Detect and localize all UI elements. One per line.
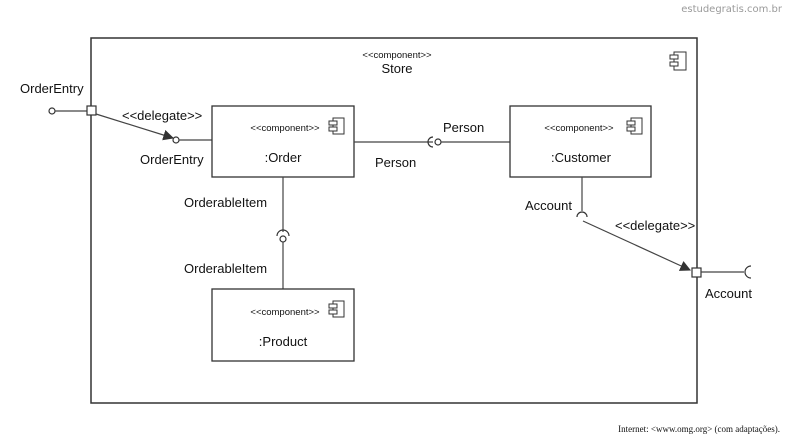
order-entry-inner-label: OrderEntry xyxy=(140,152,204,167)
required-interface-socket-icon xyxy=(576,211,588,218)
required-interface-socket-icon xyxy=(427,136,434,148)
order-entry-interface: OrderEntry xyxy=(140,136,212,167)
component-icon xyxy=(328,117,345,135)
provided-interface-icon xyxy=(172,136,180,144)
person-assembly-connector: Person Person xyxy=(354,120,510,170)
required-interface-socket-icon xyxy=(744,265,752,279)
component-icon xyxy=(669,51,687,71)
account-interface: Account xyxy=(525,177,588,218)
provided-interface-icon xyxy=(434,138,442,146)
order-name: :Order xyxy=(265,150,303,165)
order-stereotype: <<component>> xyxy=(250,123,320,134)
component-icon xyxy=(328,300,345,318)
orderable-item-assembly-connector: OrderableItem OrderableItem xyxy=(184,177,290,289)
port-square xyxy=(86,105,97,116)
store-frame xyxy=(90,37,698,404)
product-component: <<component>> :Product xyxy=(211,288,355,362)
orderable-item-bottom-label: OrderableItem xyxy=(184,261,267,276)
order-entry-outer-label: OrderEntry xyxy=(20,81,84,96)
customer-name: :Customer xyxy=(551,150,612,165)
order-component: <<component>> :Order xyxy=(211,105,355,178)
customer-component: <<component>> :Customer xyxy=(509,105,652,178)
store-name: Store xyxy=(381,61,412,76)
person-provided-label: Person xyxy=(443,120,484,135)
port-square xyxy=(691,267,702,278)
customer-stereotype: <<component>> xyxy=(544,123,614,134)
watermark-text: estudegratis.com.br xyxy=(681,4,783,15)
source-credit: Internet: <www.omg.org> (com adaptações)… xyxy=(618,424,780,434)
delegate-right-connector: <<delegate>> xyxy=(582,218,695,271)
provided-interface-icon xyxy=(279,235,287,243)
person-required-label: Person xyxy=(375,155,416,170)
delegate-right-label: <<delegate>> xyxy=(615,218,695,233)
required-interface-socket-icon xyxy=(276,229,290,237)
order-entry-port: OrderEntry xyxy=(20,81,97,116)
product-stereotype: <<component>> xyxy=(250,307,320,318)
account-port: Account xyxy=(691,265,752,301)
delegate-left-label: <<delegate>> xyxy=(122,108,202,123)
account-outer-label: Account xyxy=(705,286,752,301)
delegate-left-connector: <<delegate>> xyxy=(95,108,202,141)
store-component: <<component>> Store xyxy=(90,37,698,404)
orderable-item-top-label: OrderableItem xyxy=(184,195,267,210)
product-name: :Product xyxy=(259,334,308,349)
component-icon xyxy=(626,117,643,135)
account-inner-label: Account xyxy=(525,198,572,213)
provided-interface-icon xyxy=(48,107,56,115)
store-stereotype: <<component>> xyxy=(362,50,432,61)
